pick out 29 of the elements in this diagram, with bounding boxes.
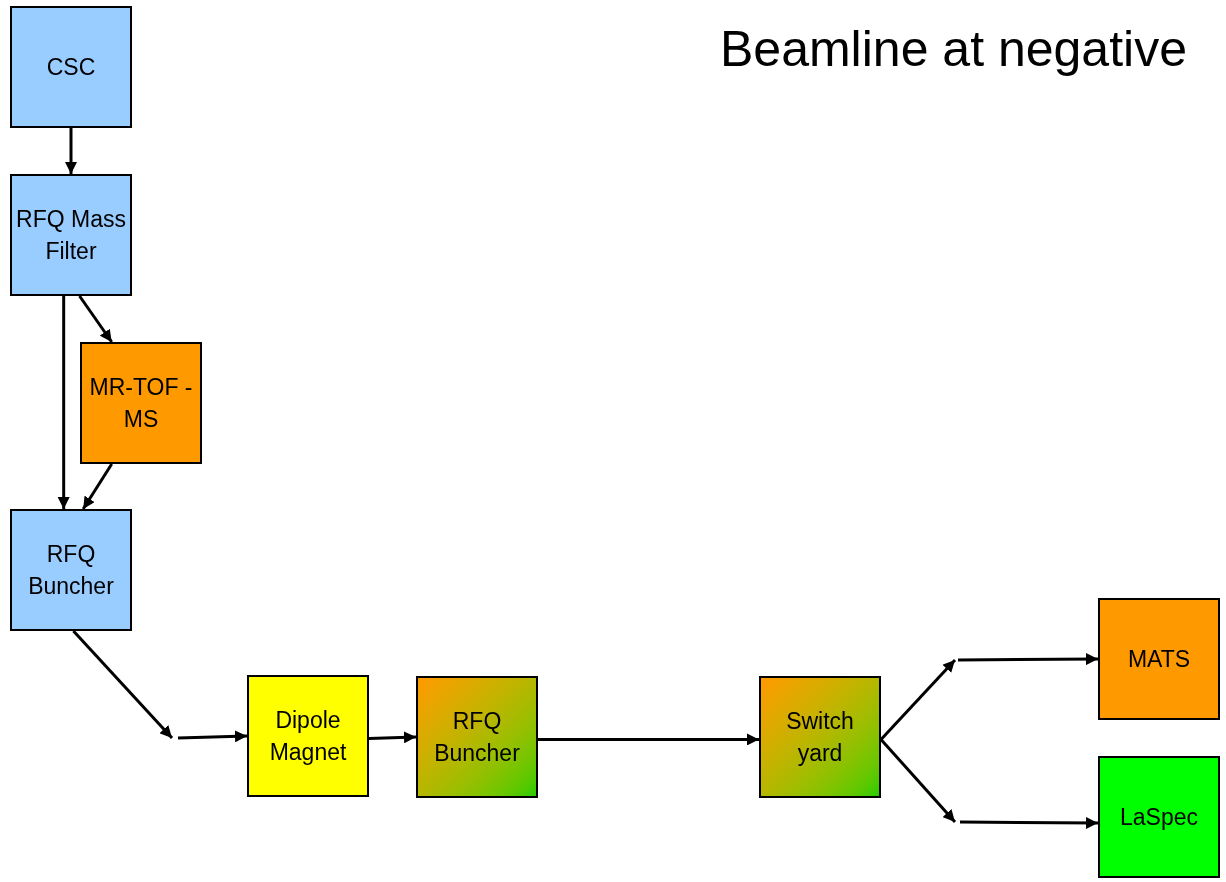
process-box (247, 675, 369, 797)
process-box (1098, 598, 1220, 720)
arrow (538, 733, 759, 746)
arrow (958, 653, 1098, 666)
box-label: MR-TOF -MS (88, 373, 194, 434)
arrow (177, 730, 248, 743)
box-label: RFQ Mass Filter (16, 205, 126, 266)
box-label: RFQ Buncher (433, 707, 521, 768)
box-label: CSC (46, 53, 96, 82)
process-box (1098, 756, 1220, 878)
title: Beamline at negative (720, 20, 1187, 79)
arrow (960, 817, 1098, 829)
box-label: MATS (1127, 645, 1191, 674)
process-box (10, 6, 132, 128)
process-box (80, 342, 202, 464)
arrow (57, 296, 70, 509)
arrow (78, 295, 113, 343)
process-box (416, 676, 538, 798)
box-label: Switch yard (785, 707, 855, 768)
process-box (10, 509, 132, 631)
arrow (81, 463, 113, 510)
process-box (759, 676, 881, 798)
box-label: RFQ Buncher (27, 540, 115, 601)
box-label: Dipole Magnet (268, 706, 348, 767)
arrow (65, 128, 77, 174)
process-box (10, 174, 132, 296)
arrow (368, 731, 417, 744)
box-label: LaSpec (1120, 803, 1198, 832)
arrow (72, 630, 174, 739)
